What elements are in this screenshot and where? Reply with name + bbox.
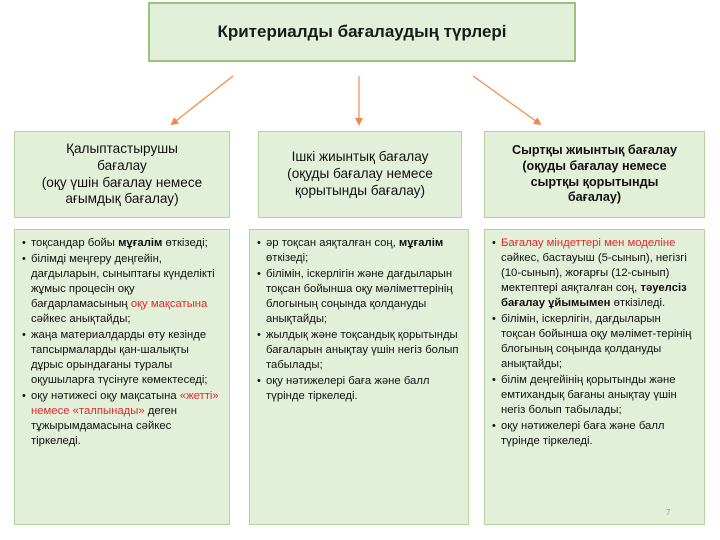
header-internal-summative: Ішкі жиынтық бағалау(оқуды бағалау немес… xyxy=(258,131,462,218)
header-line: бағалау) xyxy=(567,190,622,205)
list-item: жаңа материалдарды өту кезінде тапсырмал… xyxy=(22,328,221,388)
item-text: сәйкес, бастауыш (5-сынып), негізгі (10-… xyxy=(501,252,687,295)
title-box: Критериалды бағалаудың түрлері xyxy=(148,2,576,62)
list-item: оқу нәтижелері баға және балл түрінде ті… xyxy=(492,419,696,449)
header-line: ағымдық бағалау) xyxy=(65,191,179,207)
header-line: (оқу үшін бағалау немесе xyxy=(41,174,203,190)
item-text: тәуелсіз бағалау ұйымымен xyxy=(501,282,687,310)
criteria-list-internal-summative: әр тоқсан аяқталған соң, мұғалім өткізед… xyxy=(249,229,469,525)
item-text: өткізеді; xyxy=(266,252,309,265)
item-text: деген тұжырымдамасына сәйкес тіркеледі. xyxy=(31,405,178,448)
item-text: «жетті» немесе «талпынады» xyxy=(31,390,219,418)
list-item: әр тоқсан аяқталған соң, мұғалім өткізед… xyxy=(257,236,460,266)
header-line: (оқуды бағалау немесе xyxy=(522,158,667,173)
header-line: бағалау xyxy=(97,157,147,173)
list-item: білімін, іскерлігін, дағдыларын тоқсан б… xyxy=(492,312,696,372)
header-line: Қалыптастырушы xyxy=(66,140,178,156)
item-text: Бағалау міндеттері мен моделіне xyxy=(501,237,676,249)
list-item: білімді меңгеру деңгейін, дағдыларын, сы… xyxy=(22,252,221,327)
header-line: Ішкі жиынтық бағалау xyxy=(291,149,429,165)
list-item: білімін, іскерлігін және дағдыларын тоқс… xyxy=(257,267,460,327)
list-item: Бағалау міндеттері мен моделіне сәйкес, … xyxy=(492,236,696,311)
list-item: оқу нәтижелері баға және балл түрінде ті… xyxy=(257,374,460,404)
criteria-list-external-summative: Бағалау міндеттері мен моделіне сәйкес, … xyxy=(484,229,705,525)
list-item: оқу нәтижесі оқу мақсатына «жетті» немес… xyxy=(22,389,221,449)
item-text: сәйкес анықтайды; xyxy=(31,313,131,326)
item-text: оқу мақсатына xyxy=(130,298,208,311)
item-text: әр тоқсан аяқталған соң, xyxy=(266,237,399,249)
item-text: өткізеді; xyxy=(162,237,208,249)
header-external-summative: Сыртқы жиынтық бағалау(оқуды бағалау нем… xyxy=(484,131,705,218)
header-line: қорытынды бағалау) xyxy=(294,182,426,198)
list-item: білім деңгейінің қорытынды және емтиханд… xyxy=(492,373,696,418)
item-text: білімді меңгеру деңгейін, дағдыларын, сы… xyxy=(31,253,215,311)
item-text: жаңа материалдарды өту кезінде тапсырмал… xyxy=(31,329,208,387)
item-text: оқу нәтижелері баға және балл түрінде ті… xyxy=(501,420,665,448)
item-text: білімін, іскерлігін және дағдыларын тоқс… xyxy=(266,268,453,326)
item-text: мұғалім xyxy=(118,237,163,249)
item-text: жылдық және тоқсандық қорытынды бағалары… xyxy=(266,329,459,372)
page-number: 7 xyxy=(666,508,671,517)
header-line: Сыртқы жиынтық бағалау xyxy=(512,143,677,158)
item-text: тоқсандар бойы xyxy=(31,237,119,249)
item-text: білім деңгейінің қорытынды және емтиханд… xyxy=(501,374,677,417)
header-line: сыртқы қорытынды xyxy=(530,174,659,189)
item-text: оқу нәтижелері баға және балл түрінде ті… xyxy=(266,375,430,403)
item-text: білімін, іскерлігін, дағдыларын тоқсан б… xyxy=(501,313,692,371)
list-item: тоқсандар бойы мұғалім өткізеді; xyxy=(22,236,221,251)
criteria-list-formative: тоқсандар бойы мұғалім өткізеді; білімді … xyxy=(14,229,230,525)
item-text: оқу нәтижесі оқу мақсатына xyxy=(31,390,180,403)
item-text: өткізіледі. xyxy=(610,297,666,310)
header-line: (оқуды бағалау немесе xyxy=(287,166,433,181)
arrow-left xyxy=(170,75,234,126)
diagram-title: Критериалды бағалаудың түрлері xyxy=(217,22,507,41)
item-text: мұғалім xyxy=(398,237,444,249)
list-item: жылдық және тоқсандық қорытынды бағалары… xyxy=(257,328,460,373)
arrow-right xyxy=(472,75,542,126)
